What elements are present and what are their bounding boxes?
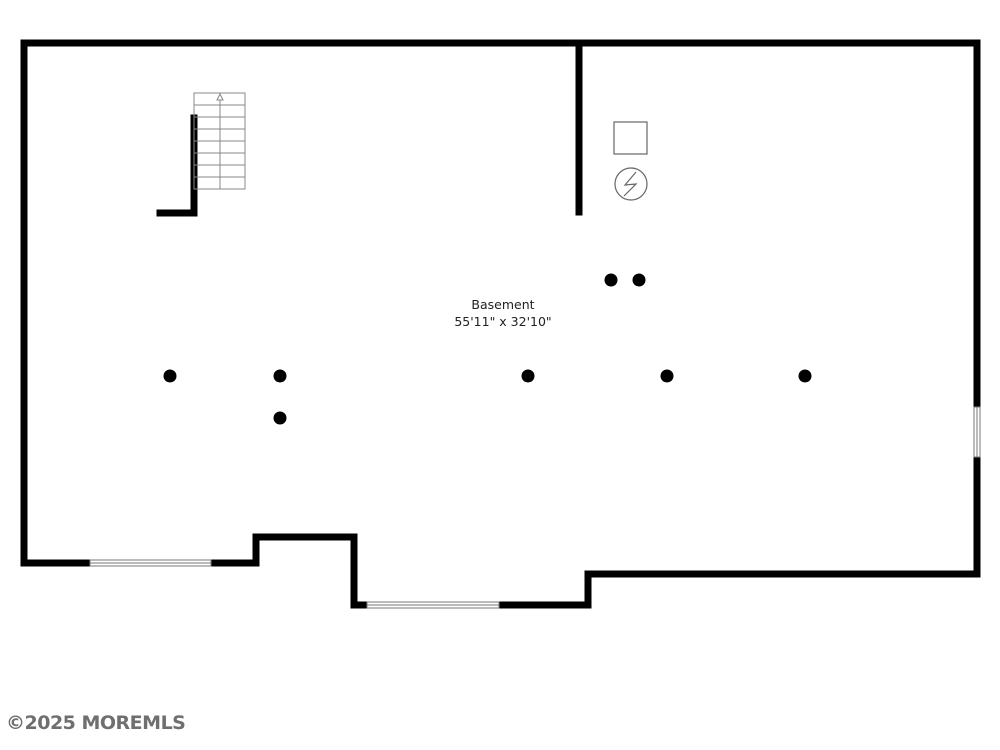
filled-circle-icon xyxy=(273,369,287,383)
filled-circle-icon xyxy=(273,411,287,425)
filled-circle-icon xyxy=(521,369,535,383)
lightning-bolt-icon xyxy=(614,167,648,201)
copyright-watermark: ©2025 MOREMLS xyxy=(6,712,186,734)
filled-circle-icon xyxy=(604,273,618,287)
window-right xyxy=(973,406,981,458)
outer-wall xyxy=(20,39,981,609)
room-dimensions: 55'11" x 32'10" xyxy=(454,314,551,329)
filled-circle-icon xyxy=(163,369,177,383)
stairs-icon xyxy=(193,92,246,190)
square-icon xyxy=(613,121,648,155)
window-left xyxy=(89,559,212,567)
support-columns xyxy=(163,273,812,425)
stair-railing-wall xyxy=(156,114,198,217)
filled-circle-icon xyxy=(798,369,812,383)
filled-circle-icon xyxy=(632,273,646,287)
filled-circle-icon xyxy=(660,369,674,383)
room-name: Basement xyxy=(471,297,534,312)
stair-direction-arrow-icon xyxy=(216,92,224,101)
window-bottom xyxy=(366,601,500,609)
